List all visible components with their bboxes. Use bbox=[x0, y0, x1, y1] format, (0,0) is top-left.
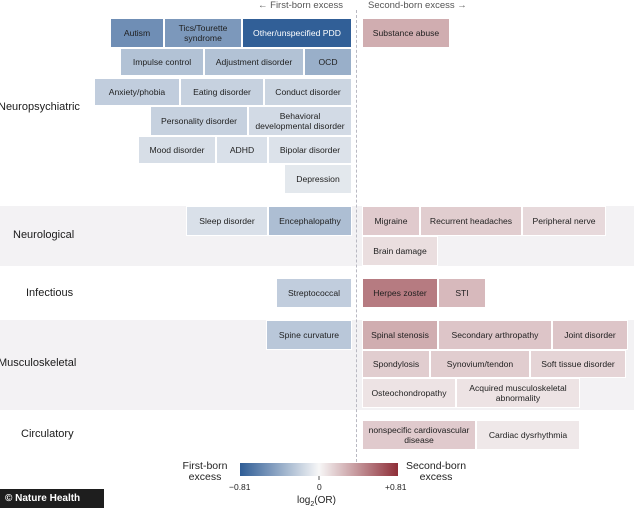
category-musculoskeletal: Musculoskeletal bbox=[0, 357, 77, 369]
cell-personality-disorder: Personality disorder bbox=[150, 106, 248, 136]
cell-sleep-disorder: Sleep disorder bbox=[186, 206, 268, 236]
center-divider bbox=[356, 10, 357, 472]
cell-eating-disorder: Eating disorder bbox=[180, 78, 264, 106]
legend-tick-min: −0.81 bbox=[229, 482, 251, 492]
cell-tics-tourette-syndrome: Tics/Tourette syndrome bbox=[164, 18, 242, 48]
cell-autism: Autism bbox=[110, 18, 164, 48]
cell-acquired-musculoskeletal-abnormality: Acquired musculoskeletal abnormality bbox=[456, 378, 580, 408]
category-circulatory: Circulatory bbox=[21, 428, 74, 440]
cell-adhd: ADHD bbox=[216, 136, 268, 164]
cell-conduct-disorder: Conduct disorder bbox=[264, 78, 352, 106]
cell-recurrent-headaches: Recurrent headaches bbox=[420, 206, 522, 236]
cell-bipolar-disorder: Bipolar disorder bbox=[268, 136, 352, 164]
legend-left-label: First-born excess bbox=[172, 461, 238, 483]
cell-sti: STI bbox=[438, 278, 486, 308]
cell-peripheral-nerve: Peripheral nerve bbox=[522, 206, 606, 236]
axis-label-base: log bbox=[297, 495, 311, 506]
legend-right-label: Second-born excess bbox=[396, 461, 476, 483]
legend-axis-label: log2(OR) bbox=[297, 495, 336, 508]
cell-other-unspecified-pdd: Other/unspecified PDD bbox=[242, 18, 352, 48]
cell-migraine: Migraine bbox=[362, 206, 420, 236]
legend-right-text: Second-born excess bbox=[405, 460, 467, 483]
cell-nonspecific-cardiovascular-disease: nonspecific cardiovascular disease bbox=[362, 420, 476, 450]
legend-colorbar bbox=[240, 463, 398, 480]
cell-behavioral-developmental-disorder: Behavioral developmental disorder bbox=[248, 106, 352, 136]
nature-health-logo: © Nature Health bbox=[0, 489, 104, 508]
cell-soft-tissue-disorder: Soft tissue disorder bbox=[530, 350, 626, 378]
legend-left-text: First-born excess bbox=[182, 460, 228, 483]
cell-herpes-zoster: Herpes zoster bbox=[362, 278, 438, 308]
cell-synovium-tendon: Synovium/tendon bbox=[430, 350, 530, 378]
category-infectious: Infectious bbox=[26, 287, 74, 299]
category-neuropsychiatric: Neuropsychiatric bbox=[0, 101, 80, 113]
first-born-header: ← First-born excess bbox=[258, 0, 343, 11]
category-neurological: Neurological bbox=[13, 229, 75, 241]
axis-label-rest: (OR) bbox=[314, 495, 336, 506]
second-born-header: Second-born excess → bbox=[368, 0, 467, 11]
cell-spinal-stenosis: Spinal stenosis bbox=[362, 320, 438, 350]
cell-ocd: OCD bbox=[304, 48, 352, 76]
cell-depression: Depression bbox=[284, 164, 352, 194]
cell-streptococcal: Streptococcal bbox=[276, 278, 352, 308]
cell-spondylosis: Spondylosis bbox=[362, 350, 430, 378]
cell-anxiety-phobia: Anxiety/phobia bbox=[94, 78, 180, 106]
cell-adjustment-disorder: Adjustment disorder bbox=[204, 48, 304, 76]
cell-cardiac-dysrhythmia: Cardiac dysrhythmia bbox=[476, 420, 580, 450]
cell-joint-disorder: Joint disorder bbox=[552, 320, 628, 350]
cell-brain-damage: Brain damage bbox=[362, 236, 438, 266]
legend-tick-max: +0.81 bbox=[385, 482, 407, 492]
cell-mood-disorder: Mood disorder bbox=[138, 136, 216, 164]
legend-tick-mid: 0 bbox=[317, 482, 322, 492]
axis-label-sub: 2 bbox=[310, 501, 315, 508]
cell-secondary-arthropathy: Secondary arthropathy bbox=[438, 320, 552, 350]
cell-impulse-control: Impulse control bbox=[120, 48, 204, 76]
cell-substance-abuse: Substance abuse bbox=[362, 18, 450, 48]
cell-encephalopathy: Encephalopathy bbox=[268, 206, 352, 236]
cell-osteochondropathy: Osteochondropathy bbox=[362, 378, 456, 408]
cell-spine-curvature: Spine curvature bbox=[266, 320, 352, 350]
